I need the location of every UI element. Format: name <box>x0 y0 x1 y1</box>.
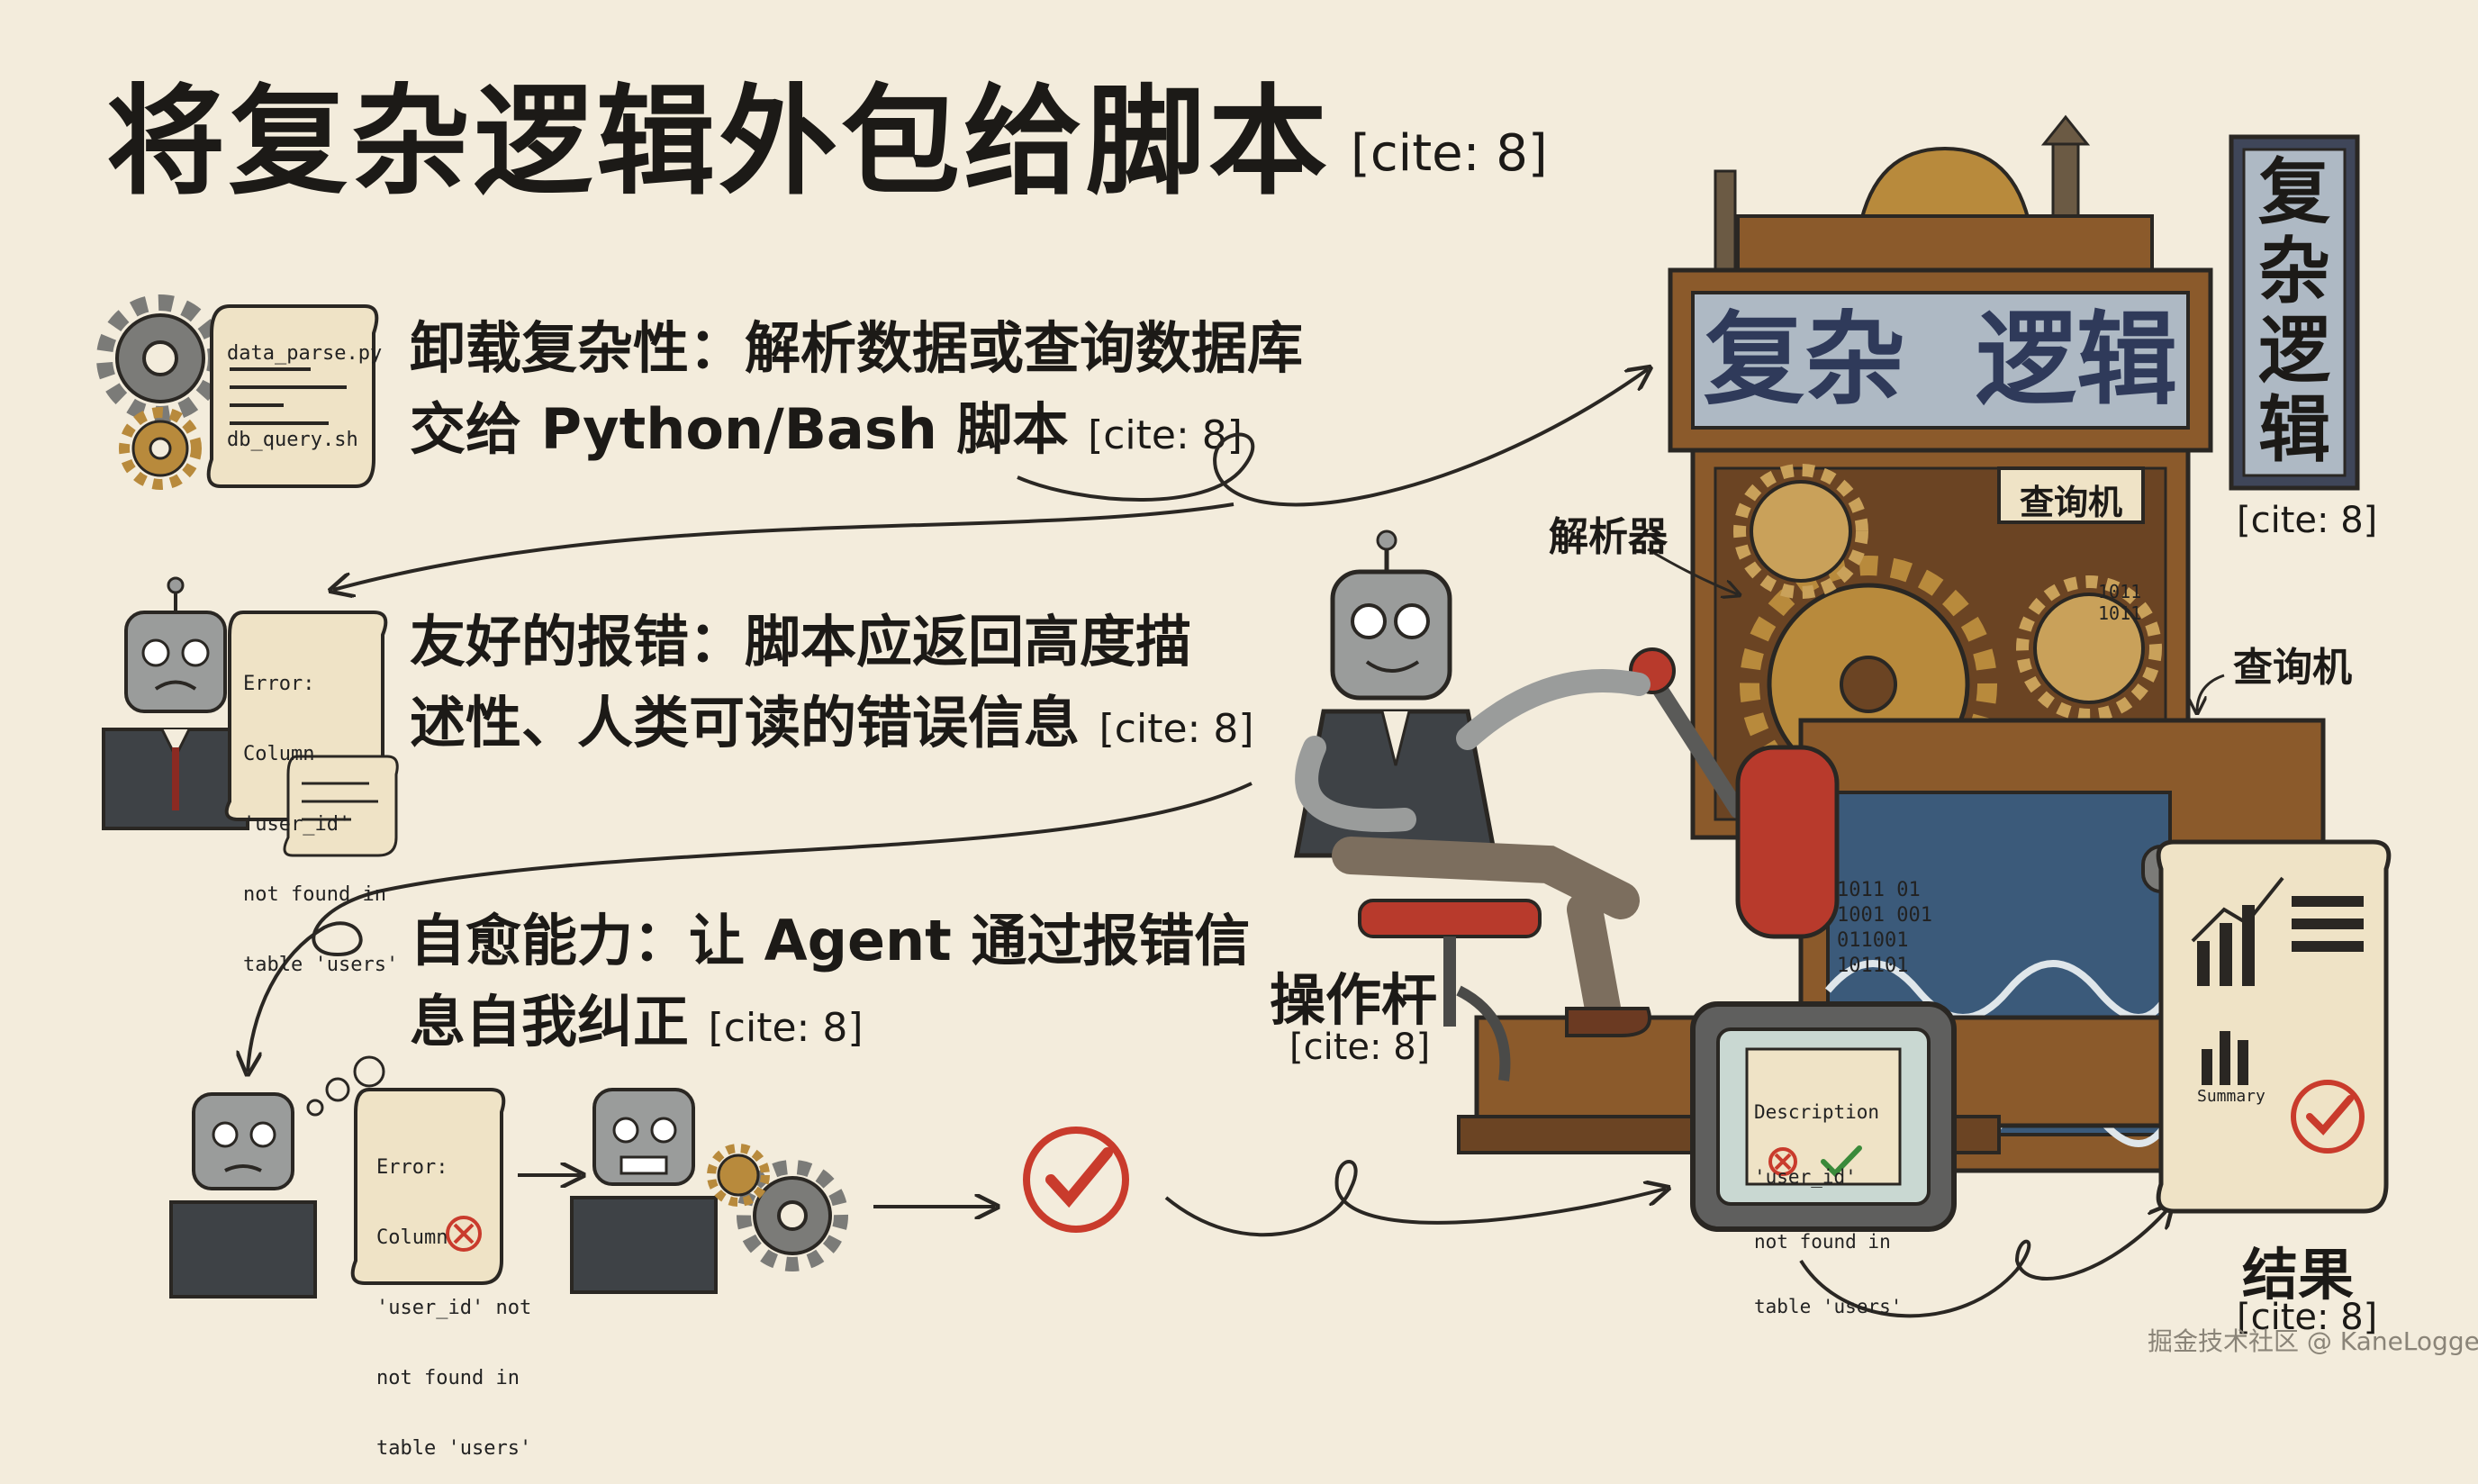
error-scroll-2 <box>350 1088 506 1285</box>
error-1-line: Column <box>243 743 315 765</box>
gear-icon <box>96 294 224 422</box>
flow-arrow-1 <box>1017 369 1648 507</box>
checkmark-icon <box>1023 1127 1129 1233</box>
point-friendly-error-line2: 述性、人类可读的错误信息 <box>410 690 1081 756</box>
parser-label: 解析器 <box>1549 514 1668 560</box>
monitor-line: table 'users' <box>1754 1296 1903 1317</box>
flow-arrow-7 <box>1799 1207 2170 1318</box>
binary-stream-1: 1011 1011 <box>2098 581 2142 624</box>
vertical-banner <box>2229 134 2360 491</box>
gear-icon <box>707 1144 770 1207</box>
query-label: 查询机 <box>2233 645 2352 691</box>
point-offload-line2: 交给 Python/Bash 脚本 <box>410 396 1069 462</box>
error-2-line: Error: <box>376 1156 448 1179</box>
operator-robot <box>1293 529 1651 1081</box>
error-2-line: 'user_id' not <box>376 1297 532 1319</box>
monitor-line: not found in <box>1754 1231 1891 1253</box>
binary-stream-2: 1011 01 1001 001 011001 101101 <box>1837 879 1932 977</box>
flow-arrow-2 <box>333 502 1234 590</box>
watermark: 掘金技术社区 @ KaneLogger <box>2148 1326 2478 1356</box>
title-cite: [cite: 8] <box>1351 124 1548 183</box>
log-scroll <box>283 755 399 857</box>
thinking-robot <box>169 1055 385 1298</box>
error-2-line: Column <box>376 1226 448 1249</box>
banner-char: 复 <box>2258 150 2330 234</box>
monitor-line: 'user_id' <box>1754 1166 1857 1188</box>
point-offload: 卸载复杂性：解析数据或查询数据库 交给 Python/Bash 脚本 [cite… <box>410 308 1303 476</box>
point-offload-line1: 卸载复杂性：解析数据或查询数据库 <box>410 315 1304 381</box>
result-label: 结果 <box>2242 1242 2355 1308</box>
flow-arrow-3 <box>248 782 1253 1072</box>
page-title: 将复杂逻辑外包给脚本[cite: 8] <box>106 83 1548 202</box>
happy-robot <box>570 1088 718 1294</box>
point-self-heal: 自愈能力：让 Agent 通过报错信 息自我纠正 [cite: 8] <box>410 900 1250 1069</box>
machine-plate: 查询机 <box>2019 483 2122 522</box>
point-self-heal-line1: 自愈能力：让 Agent 通过报错信 <box>410 908 1251 973</box>
point-friendly-error-cite: [cite: 8] <box>1099 706 1254 752</box>
error-2-line: not found in <box>376 1367 520 1389</box>
point-friendly-error-line1: 友好的报错：脚本应返回高度描 <box>410 609 1192 674</box>
monitor <box>1690 1001 1957 1232</box>
parser-pointer <box>1647 547 1738 594</box>
machine-sign: 复杂 逻辑 <box>1704 302 2177 419</box>
lever-label: 操作杆 <box>1270 967 1438 1033</box>
banner-cite: [cite: 8] <box>2237 500 2378 541</box>
error-message-1: Error: Column 'user_id' not found in tab… <box>243 626 398 1000</box>
error-1-line: Error: <box>243 673 315 695</box>
banner-char: 逻 <box>2258 309 2330 393</box>
code-scroll <box>206 304 379 488</box>
monitor-line: Description <box>1754 1101 1880 1123</box>
result-scroll <box>2156 839 2392 1214</box>
result-summary: Summary <box>2197 1087 2265 1106</box>
gear-icon <box>119 407 202 490</box>
illustration <box>96 114 2392 1318</box>
file-name-parse: data_parse.py <box>227 342 383 365</box>
gear-icon <box>737 1160 848 1271</box>
lever-cite: [cite: 8] <box>1289 1027 1431 1068</box>
error-message-2: Error: Column 'user_id' not not found in… <box>376 1109 531 1484</box>
result-cite: [cite: 8] <box>2237 1297 2378 1338</box>
flow-arrow-6 <box>1164 1160 1666 1237</box>
point-self-heal-cite: [cite: 8] <box>708 1005 864 1051</box>
worried-robot <box>102 576 249 830</box>
point-friendly-error: 友好的报错：脚本应返回高度描 述性、人类可读的错误信息 [cite: 8] <box>410 602 1253 770</box>
query-pointer <box>2197 674 2225 711</box>
point-self-heal-line2: 息自我纠正 <box>410 989 690 1054</box>
banner-text: 复 杂 逻 辑 <box>2244 153 2345 470</box>
error-1-line: not found in <box>243 883 386 906</box>
banner-char: 辑 <box>2258 388 2330 472</box>
error-2-line: table 'users' <box>376 1437 532 1460</box>
monitor-text: Description 'user_id' not found in table… <box>1754 1058 1902 1339</box>
error-1-line: table 'users' <box>243 954 399 976</box>
file-name-query: db_query.sh <box>227 429 358 451</box>
banner-char: 杂 <box>2258 230 2330 313</box>
title-text: 将复杂逻辑外包给脚本 <box>106 73 1331 212</box>
error-1-line: 'user_id' <box>243 813 351 836</box>
